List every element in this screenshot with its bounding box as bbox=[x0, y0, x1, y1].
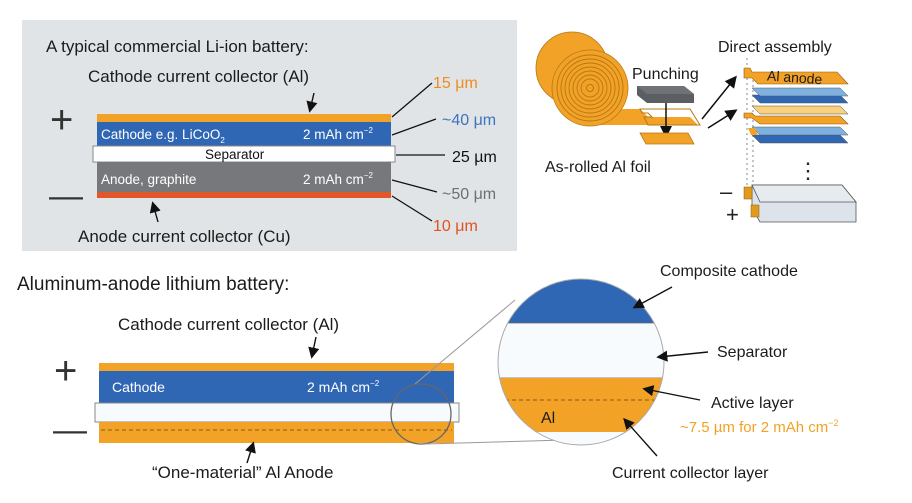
thickness-anode: ~50 μm bbox=[442, 186, 496, 203]
zoom-al-anode bbox=[498, 378, 664, 432]
al-cathode-layer bbox=[99, 371, 454, 403]
leader-line bbox=[391, 82, 433, 118]
leader-line bbox=[391, 179, 438, 193]
current-collector-arrow bbox=[623, 417, 658, 457]
electrode-stack: Al anode bbox=[743, 67, 849, 144]
leader-line bbox=[391, 195, 433, 222]
separator-zoom-label: Separator bbox=[717, 344, 788, 361]
cathode-capacity: 2 mAh cm−2 bbox=[303, 126, 373, 142]
active-layer-label: Active layer bbox=[711, 395, 794, 412]
thickness-cathode: ~40 μm bbox=[442, 112, 496, 129]
pouch-cell-icon bbox=[743, 184, 857, 223]
cell-plus-sign: + bbox=[726, 202, 739, 227]
thickness-anode-cc: 10 μm bbox=[433, 218, 478, 235]
composite-cathode-label: Composite cathode bbox=[660, 263, 798, 280]
zoom-guide-line bbox=[424, 439, 566, 445]
cell-minus-sign: – bbox=[720, 179, 733, 204]
foil-roll-icon bbox=[535, 31, 640, 127]
zoom-guide-line bbox=[414, 299, 516, 385]
cathode-layer bbox=[97, 122, 391, 146]
process-illustration: Punching As-rolled Al foil Direct assemb… bbox=[535, 31, 857, 227]
al-anode-sheet bbox=[743, 67, 849, 85]
conventional-battery-panel: A typical commercial Li-ion battery: Cat… bbox=[22, 20, 517, 251]
anode-layer bbox=[97, 162, 391, 192]
anode-current-collector-layer bbox=[97, 192, 391, 198]
stack-layer-blue bbox=[751, 134, 849, 144]
foil-strip bbox=[628, 109, 698, 125]
anode-capacity: 2 mAh cm−2 bbox=[303, 171, 373, 187]
al-minus-sign: — bbox=[53, 411, 87, 449]
thickness-separator: 25 µm bbox=[452, 149, 497, 166]
al-cathode-cc-layer bbox=[99, 363, 454, 371]
separator-label: Separator bbox=[205, 147, 265, 162]
positive-tab bbox=[750, 204, 760, 218]
anode-cc-label: Anode current collector (Cu) bbox=[78, 227, 291, 246]
zoom-cathode bbox=[498, 279, 664, 323]
al-anode-label: Al anode bbox=[767, 67, 823, 87]
composite-cathode-arrow bbox=[632, 286, 673, 309]
al-anode-layer bbox=[99, 422, 454, 443]
current-collector-label: Current collector layer bbox=[612, 465, 769, 482]
active-layer-arrow bbox=[642, 385, 701, 401]
cathode-label: Cathode e.g. LiCoO2 bbox=[101, 127, 225, 145]
punched-anode-piece bbox=[639, 132, 695, 145]
assembly-label: Direct assembly bbox=[718, 39, 832, 56]
al-separator-layer bbox=[94, 402, 460, 423]
zoom-detail: Al Composite cathode Separator Active la… bbox=[497, 263, 839, 482]
al-anode-arrow bbox=[245, 441, 256, 464]
magnify-circle bbox=[390, 383, 452, 445]
al-cathode-cc-arrow bbox=[308, 336, 320, 359]
stack-layer-lightblue bbox=[751, 87, 849, 97]
cathode-cc-label: Cathode current collector (Al) bbox=[88, 67, 309, 86]
punch-tool-icon bbox=[637, 86, 694, 103]
negative-tab bbox=[743, 186, 753, 200]
zoom-al-label: Al bbox=[541, 410, 555, 427]
punching-label: Punching bbox=[632, 66, 699, 83]
assembly-arrow bbox=[701, 75, 737, 120]
stack-tab bbox=[748, 128, 758, 135]
al-cathode-label: Cathode bbox=[112, 379, 165, 395]
al-plus-sign: + bbox=[54, 349, 77, 393]
stack-layer-lightblue bbox=[751, 126, 849, 136]
anode-label: Anode, graphite bbox=[101, 172, 196, 187]
al-cathode-cc-label: Cathode current collector (Al) bbox=[118, 315, 339, 334]
cathode-cc-arrow bbox=[306, 92, 318, 113]
active-layer-note: ~7.5 µm for 2 mAh cm−2 bbox=[680, 418, 839, 436]
assembly-arrow bbox=[707, 109, 738, 129]
anode-cc-arrow bbox=[149, 201, 161, 223]
stack-layer-lightorange bbox=[751, 105, 849, 115]
separator-arrow bbox=[656, 350, 709, 362]
leader-line bbox=[391, 118, 437, 136]
punch-outline bbox=[639, 108, 701, 126]
al-cathode-capacity: 2 mAh cm−2 bbox=[307, 379, 380, 395]
conventional-title: A typical commercial Li-ion battery: bbox=[46, 37, 309, 56]
thickness-cathode-cc: 15 μm bbox=[433, 75, 478, 92]
aluminum-title: Aluminum-anode lithium battery: bbox=[17, 274, 289, 295]
zoom-separator bbox=[498, 323, 664, 378]
foil-label: As-rolled Al foil bbox=[545, 159, 651, 176]
cathode-current-collector-layer bbox=[97, 114, 391, 122]
zoom-circle-outline bbox=[497, 278, 665, 446]
minus-sign: — bbox=[49, 177, 83, 215]
stack-ellipsis: ⋮ bbox=[797, 158, 819, 183]
aluminum-anode-battery: Aluminum-anode lithium battery: Cathode … bbox=[17, 274, 566, 482]
plus-sign: + bbox=[50, 98, 73, 142]
stack-layer-orange bbox=[743, 112, 849, 125]
al-anode-label: “One-material” Al Anode bbox=[152, 463, 333, 482]
